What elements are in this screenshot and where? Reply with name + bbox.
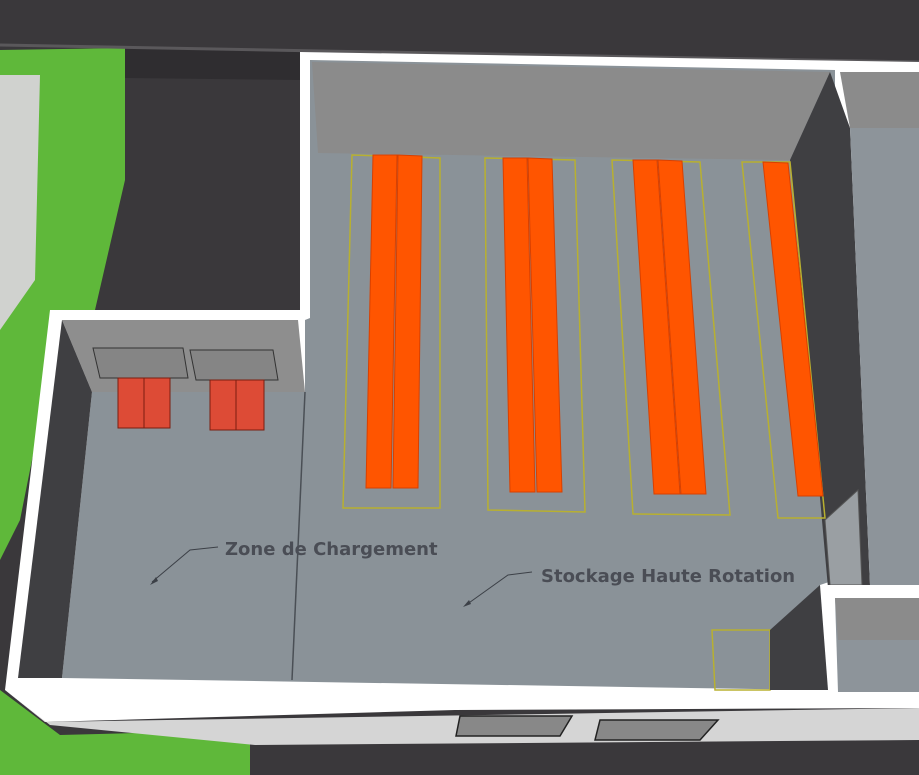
rack-row-3 — [632, 159, 707, 495]
lower-right-wall — [770, 585, 828, 690]
high-rotation-storage-label: Stockage Haute Rotation — [541, 566, 795, 587]
rack-row-4 — [762, 161, 824, 497]
road-inner-band — [125, 48, 300, 80]
loading-zone-label: Zone de Chargement — [225, 539, 438, 560]
rack-row-2 — [502, 157, 563, 493]
right-room-floor — [850, 128, 919, 590]
sidewalk — [0, 75, 40, 330]
rack-row-1 — [365, 154, 423, 489]
right-room-back — [840, 72, 919, 128]
lower-right-room-back — [835, 598, 919, 640]
dock-door-1 — [92, 347, 189, 379]
dock-door-2 — [189, 349, 279, 381]
grass-strip-bottom — [0, 690, 250, 775]
storage-back-wall — [312, 62, 830, 160]
annotation-high-rotation-storage: Stockage Haute Rotation — [463, 566, 795, 607]
loading-block-1 — [117, 377, 171, 429]
annotation-loading-zone: Zone de Chargement — [150, 539, 438, 585]
loading-divider — [291, 391, 306, 681]
loading-block-2 — [209, 379, 265, 431]
road-edge-line — [0, 43, 919, 64]
front-dock-door-1 — [455, 715, 574, 737]
front-dock-door-2 — [594, 719, 720, 741]
storage-right-wall — [790, 72, 870, 588]
loading-left-wall — [18, 320, 92, 678]
